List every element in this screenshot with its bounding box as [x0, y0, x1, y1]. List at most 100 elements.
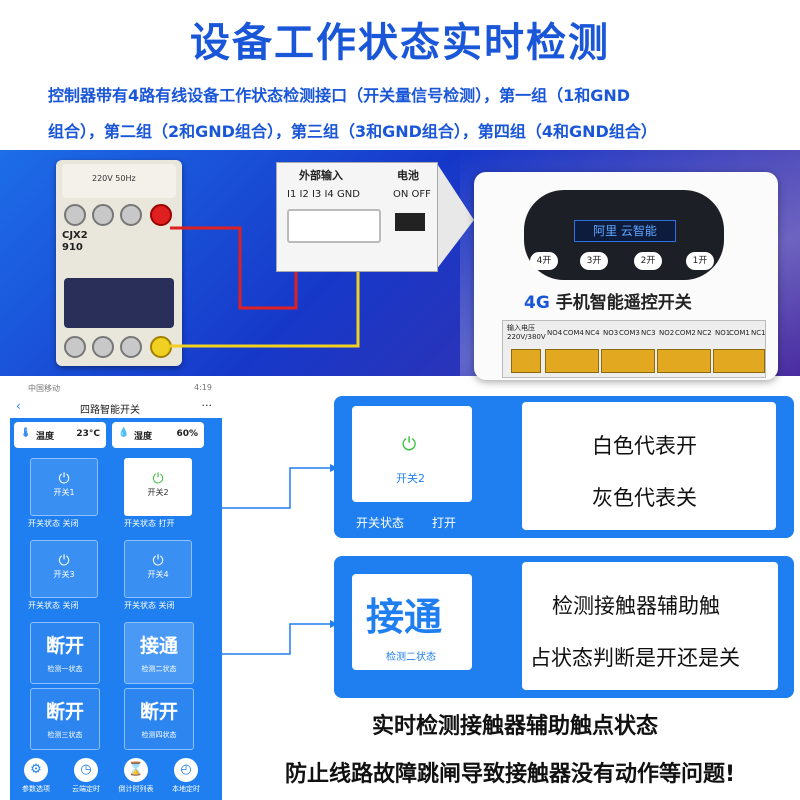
callout-text-detect: 检测接触器辅助触	[552, 594, 720, 618]
brand-4g: 4G	[524, 293, 550, 313]
phone-nav-bar: ‹ 四路智能开关 ···	[10, 396, 222, 418]
screw-icon	[92, 336, 114, 358]
callout-detect-label: 检测二状态	[386, 652, 436, 663]
screw-icon	[64, 204, 86, 226]
detect-tile-3: 断开 检测三状态	[30, 688, 100, 750]
detect-label: 检测二状态	[141, 665, 177, 673]
switch-state-label: 开关状态	[28, 519, 60, 528]
contactor-image: 220V 50Hz CJX2 910	[56, 160, 182, 366]
detect-label: 检测四状态	[141, 731, 177, 739]
screw-icon-red	[150, 204, 172, 226]
switch-name: 开关3	[53, 570, 75, 579]
contactor-rating: 220V 50Hz	[92, 174, 136, 183]
switch-state-value: 关闭	[62, 519, 79, 528]
settings-icon[interactable]: ⚙	[24, 758, 48, 782]
temperature-value: 23°C	[76, 429, 100, 439]
humidity-value: 60%	[176, 429, 198, 439]
callout-switch-state: ⏻ 开关2 开关状态 打开 白色代表开 灰色代表关	[334, 396, 794, 538]
bottom-nav-label[interactable]: 参数选项	[22, 785, 50, 793]
cloud-clock-icon[interactable]: ◷	[74, 758, 98, 782]
callout-state-label: 开关状态	[356, 516, 405, 530]
switch-tile-2[interactable]: ⏻ 开关2	[124, 458, 192, 516]
device-screen: 阿里 云智能	[574, 220, 676, 242]
device-front-panel: 阿里 云智能 4开 3开 2开 1开	[524, 190, 724, 280]
callout-text-judge: 占状态判断是开还是关	[530, 646, 740, 670]
contactor-top-plate: 220V 50Hz	[62, 164, 176, 198]
terminal-screws	[545, 349, 599, 373]
switch-state-label: 开关状态	[124, 519, 156, 528]
switch-tile-4[interactable]: ⏻ 开关4	[124, 540, 192, 598]
device-button-3: 3开	[580, 252, 608, 270]
switch-state-value: 关闭	[158, 601, 175, 610]
terminal-label: NC4	[585, 329, 600, 337]
temperature-pill: 🌡 温度 23°C	[14, 422, 106, 448]
power-icon: ⏻	[402, 434, 417, 455]
back-icon[interactable]: ‹	[16, 399, 21, 413]
switch-name: 开关2	[147, 488, 169, 497]
switch-name: 开关4	[147, 570, 169, 579]
power-icon: ⏻	[58, 471, 70, 487]
switch-state-4: 开关状态 关闭	[124, 600, 175, 611]
detect-state: 断开	[45, 635, 84, 657]
detect-tile-1: 断开 检测一状态	[30, 622, 100, 684]
callout-text-gray-off: 灰色代表关	[592, 486, 697, 510]
switch-state-3: 开关状态 关闭	[28, 600, 79, 611]
contactor-block	[64, 278, 174, 328]
terminal-label: COM1	[729, 329, 750, 337]
screw-icon	[64, 336, 86, 358]
device-button-1: 1开	[686, 252, 714, 270]
more-icon[interactable]: ···	[201, 399, 213, 412]
callout-text-white-on: 白色代表开	[592, 434, 697, 458]
callout-detect-tile: 接通 检测二状态	[352, 574, 472, 670]
temperature-label: 温度	[36, 432, 55, 442]
yellow-wire	[170, 248, 360, 348]
nav-title: 四路智能开关	[80, 405, 140, 416]
description-line-1: 控制器带有4路有线设备工作状态检测接口（开关量信号检测），第一组（1和GND	[48, 86, 631, 105]
brand-name: 手机智能遥控开关	[555, 293, 692, 313]
smart-switch-device: 阿里 云智能 4开 3开 2开 1开 4G 手机智能遥控开关 输入电压 220V…	[474, 172, 778, 380]
terminal-label: NC1	[751, 329, 766, 337]
connector-panel: 外部输入 电池 I1 I2 I3 I4 GND ON OFF	[276, 162, 438, 272]
description-line-2: 组合），第二组（2和GND组合），第三组（3和GND组合），第四组（4和GND组…	[48, 122, 657, 141]
terminal-screws	[713, 349, 765, 373]
callout-text-box-2: 检测接触器辅助触 占状态判断是开还是关	[522, 562, 778, 690]
input-voltage-value: 220V/380V	[507, 333, 546, 341]
phone-app-screenshot: 中国移动 4:19 ‹ 四路智能开关 ··· 🌡 温度 23°C 💧 湿度 60…	[10, 380, 222, 800]
power-icon: ⏻	[152, 471, 164, 487]
input-connector-plug	[287, 209, 381, 243]
pointer-arrows	[202, 464, 338, 655]
battery-header: 电池	[397, 169, 419, 182]
callout-state-value: 打开	[432, 516, 457, 530]
terminal-screws	[601, 349, 655, 373]
terminal-label: COM4	[563, 329, 584, 337]
screw-icon	[92, 204, 114, 226]
phone-status-bar: 中国移动 4:19	[10, 380, 222, 396]
bottom-nav-label[interactable]: 倒计时列表	[118, 785, 154, 793]
bottom-nav-label[interactable]: 本地定时	[172, 785, 200, 793]
detect-label: 检测三状态	[47, 731, 83, 739]
terminal-screws	[511, 349, 541, 373]
switch-state-value: 关闭	[62, 601, 79, 610]
detect-tile-4: 断开 检测四状态	[124, 688, 194, 750]
thermometer-icon: 🌡	[20, 428, 32, 438]
detect-tile-2: 接通 检测二状态	[124, 622, 194, 684]
switch-tile-3[interactable]: ⏻ 开关3	[30, 540, 98, 598]
power-icon: ⏻	[152, 553, 164, 569]
droplet-icon: 💧	[118, 428, 130, 438]
device-brand: 4G 手机智能遥控开关	[524, 288, 692, 313]
clock-text: 4:19	[194, 383, 212, 392]
switch-tile-1[interactable]: ⏻ 开关1	[30, 458, 98, 516]
hourglass-icon[interactable]: ⌛	[124, 758, 148, 782]
local-clock-icon[interactable]: ◴	[174, 758, 198, 782]
terminal-label: NO3	[603, 329, 619, 337]
arrow-line-2	[204, 623, 330, 655]
contactor-model: CJX2 910	[62, 230, 88, 254]
bottom-nav-label[interactable]: 云端定时	[72, 785, 100, 793]
carrier-text: 中国移动	[28, 384, 60, 393]
wiring-diagram	[170, 162, 474, 348]
switch-state-label: 开关状态	[124, 601, 156, 610]
input-voltage-label: 输入电压	[507, 324, 535, 332]
terminal-label: NO1	[715, 329, 731, 337]
arrow-line-1	[202, 467, 330, 509]
terminal-label: COM3	[619, 329, 640, 337]
